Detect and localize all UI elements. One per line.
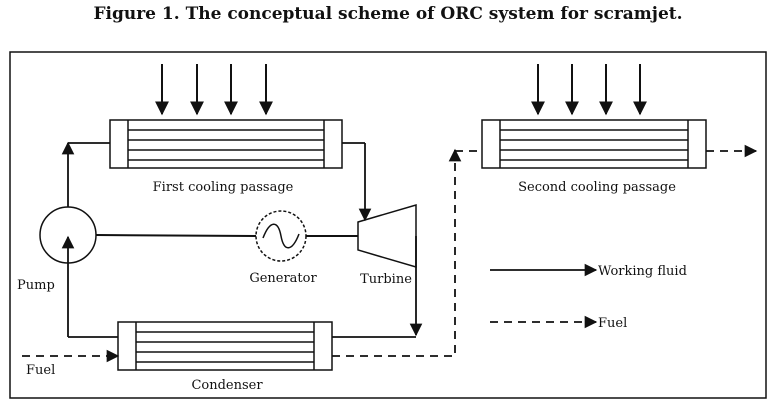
shaft-line [95, 234, 358, 237]
second-cooling-passage [481, 119, 707, 169]
heat-input-arrows-second [531, 64, 647, 116]
condenser [117, 321, 333, 371]
legend-working-fluid-label: Working fluid [598, 264, 687, 279]
generator-label: Generator [249, 271, 317, 286]
condenser-label: Condenser [191, 378, 263, 393]
legend: Working fluid Fuel [490, 263, 687, 331]
second-cooling-passage-label: Second cooling passage [518, 180, 676, 195]
outer-frame [9, 51, 767, 399]
figure-caption: Figure 1. The conceptual scheme of ORC s… [93, 4, 683, 24]
heat-input-arrows-first [155, 64, 273, 116]
turbine-label: Turbine [360, 272, 412, 287]
turbine-icon [357, 203, 417, 269]
pump-label: Pump [17, 278, 55, 293]
fuel-inlet-label: Fuel [26, 363, 55, 378]
working-fluid-loop [61, 141, 423, 338]
legend-fuel-label: Fuel [598, 316, 627, 331]
first-cooling-passage-label: First cooling passage [153, 180, 294, 195]
first-cooling-passage [109, 119, 343, 169]
fuel-line [22, 144, 758, 363]
generator-icon [255, 210, 307, 262]
